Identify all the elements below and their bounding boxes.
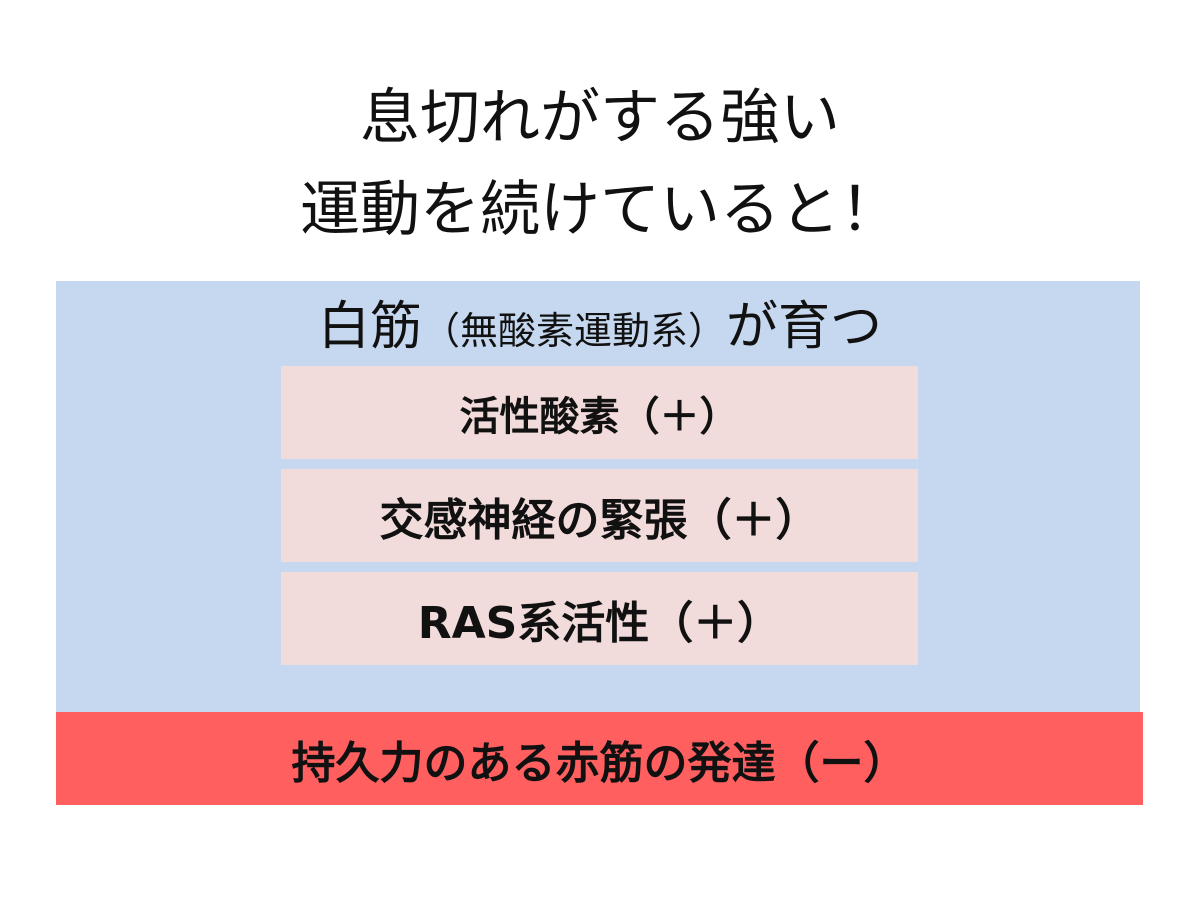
effect-label: 交感神経の緊張（＋） [379,494,820,546]
result-label: 持久力のある赤筋の発達（ー） [291,737,908,789]
panel-heading-tail: が育つ [726,297,883,357]
title-line-1: 息切れがする強い [360,83,840,153]
effect-label: 活性酸素（＋） [459,393,740,440]
effect-box-sympathetic-nerve: 交感神経の緊張（＋） [281,469,918,562]
slide-title: 息切れがする強い 運動を続けていると！ [0,72,1200,256]
effect-label: RAS系活性（＋） [417,597,782,649]
red-muscle-result-bar: 持久力のある赤筋の発達（ー） [56,712,1143,805]
panel-heading-paren: （無酸素運動系） [421,309,726,353]
effect-box-ras-activity: RAS系活性（＋） [281,572,918,665]
effect-box-active-oxygen: 活性酸素（＋） [281,366,918,459]
panel-heading-main: 白筋 [317,297,422,357]
title-line-2: 運動を続けていると！ [300,175,900,245]
panel-heading: 白筋（無酸素運動系）が育つ [0,292,1200,366]
